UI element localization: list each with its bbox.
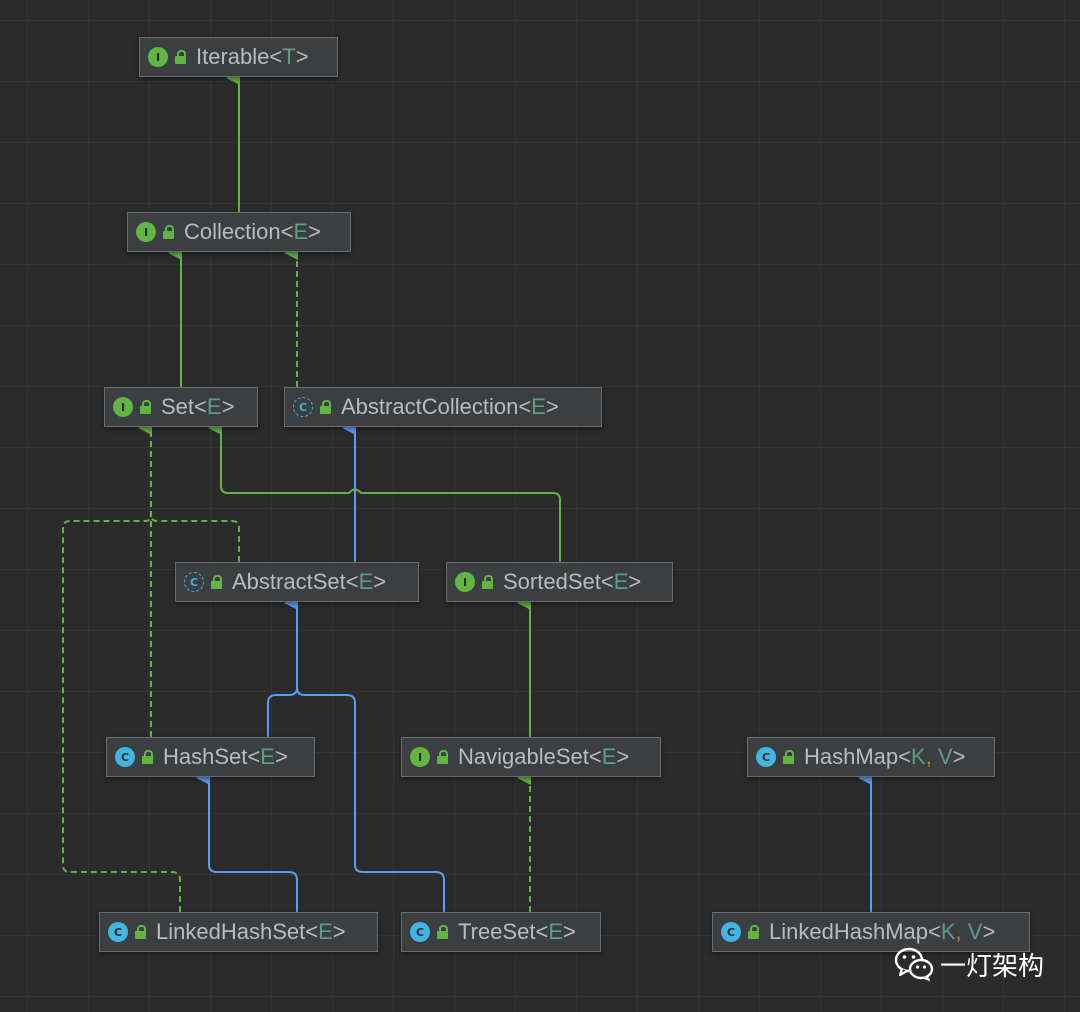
interface-icon: I: [136, 222, 156, 242]
edge-hashset-abstractset: [267, 596, 298, 737]
class-icon: C: [756, 747, 776, 767]
type-param: E: [293, 219, 309, 244]
class-name: Set: [161, 394, 195, 419]
type-param: E: [318, 919, 333, 944]
type-param: E: [206, 394, 222, 419]
public-lock-icon: [320, 400, 331, 414]
edge-treeset-abstractset: [296, 687, 445, 912]
node-linkedhashmap[interactable]: C LinkedHashMap<K, V>: [712, 912, 1030, 952]
abstract-class-icon: C: [184, 572, 204, 592]
watermark-text: 一灯架构: [940, 951, 1045, 982]
node-hashmap[interactable]: C HashMap<K, V>: [747, 737, 995, 777]
class-icon: C: [721, 922, 741, 942]
watermark: 一灯架构: [894, 944, 1044, 984]
type-param: E: [358, 569, 374, 594]
edge-linkedhashset-set: [62, 514, 181, 912]
node-abstractcollection[interactable]: C AbstractCollection<E>: [284, 387, 602, 427]
node-abstractset[interactable]: C AbstractSet<E>: [175, 562, 419, 602]
wechat-icon: [894, 947, 934, 981]
class-name: Collection: [184, 219, 281, 244]
class-name: AbstractCollection: [341, 394, 519, 419]
interface-icon: I: [410, 747, 430, 767]
type-param: V: [937, 744, 953, 769]
edge-sortedset-set: [208, 421, 561, 562]
class-icon: C: [108, 922, 128, 942]
public-lock-icon: [135, 925, 146, 939]
public-lock-icon: [140, 400, 151, 414]
interface-icon: I: [455, 572, 475, 592]
type-param: K: [940, 919, 956, 944]
class-name: SortedSet: [503, 569, 601, 594]
public-lock-icon: [163, 225, 174, 239]
edge-linkedhashset-hashset: [196, 771, 298, 912]
public-lock-icon: [175, 50, 186, 64]
public-lock-icon: [437, 925, 448, 939]
node-iterable[interactable]: I Iterable<T>: [139, 37, 338, 77]
class-name: AbstractSet: [232, 569, 346, 594]
class-name: NavigableSet: [458, 744, 589, 769]
abstract-class-icon: C: [293, 397, 313, 417]
type-param: E: [548, 919, 563, 944]
public-lock-icon: [437, 750, 448, 764]
node-linkedhashset[interactable]: C LinkedHashSet<E>: [99, 912, 378, 952]
type-param: T: [282, 44, 296, 69]
node-collection[interactable]: I Collection<E>: [127, 212, 351, 252]
class-name: LinkedHashSet: [156, 919, 306, 944]
class-name: TreeSet: [458, 919, 536, 944]
class-name: Iterable: [196, 44, 270, 69]
node-navigableset[interactable]: I NavigableSet<E>: [401, 737, 661, 777]
class-name: LinkedHashMap: [769, 919, 928, 944]
type-param: E: [601, 744, 617, 769]
class-name: HashMap: [804, 744, 899, 769]
node-hashset[interactable]: C HashSet<E>: [106, 737, 315, 777]
type-param: E: [260, 744, 275, 769]
class-icon: C: [410, 922, 430, 942]
public-lock-icon: [211, 575, 222, 589]
type-param: E: [531, 394, 546, 419]
public-lock-icon: [142, 750, 153, 764]
edge-abstractset-set: [150, 514, 240, 562]
interface-icon: I: [113, 397, 133, 417]
type-param: E: [613, 569, 629, 594]
node-treeset[interactable]: C TreeSet<E>: [401, 912, 601, 952]
class-icon: C: [115, 747, 135, 767]
type-param: V: [967, 919, 983, 944]
type-param: K: [911, 744, 926, 769]
public-lock-icon: [783, 750, 794, 764]
class-name: HashSet: [163, 744, 248, 769]
public-lock-icon: [748, 925, 759, 939]
node-set[interactable]: I Set<E>: [104, 387, 258, 427]
interface-icon: I: [148, 47, 168, 67]
node-sortedset[interactable]: I SortedSet<E>: [446, 562, 673, 602]
public-lock-icon: [482, 575, 493, 589]
